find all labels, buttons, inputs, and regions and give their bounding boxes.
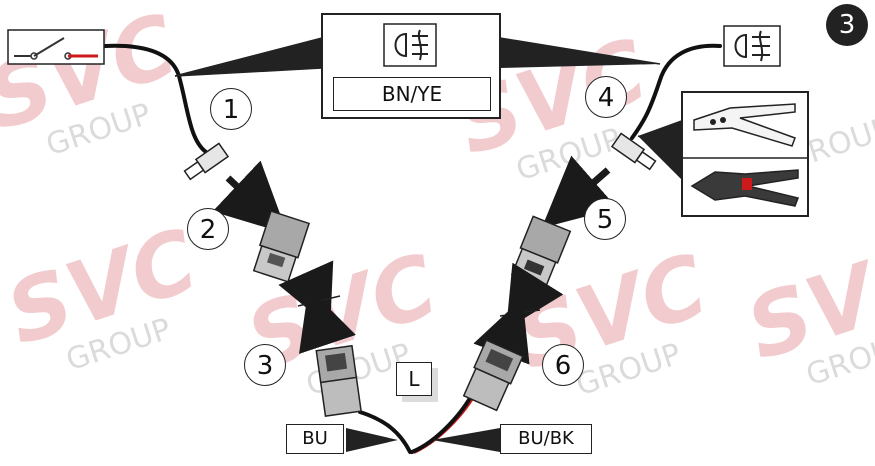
crimp-terminal-left: [183, 142, 230, 181]
wire-color-label-main: BN/YE: [333, 77, 491, 111]
connector-housing-6: [462, 339, 524, 412]
wire-color-label-bu: BU: [286, 424, 344, 454]
arrow-bu: [346, 428, 398, 452]
mating-arrows-right: [473, 262, 564, 365]
connector-housing-3: [315, 344, 362, 417]
wire-bu: [358, 410, 412, 454]
fog-lamp-icon: [383, 23, 437, 67]
callout-4: 4: [585, 76, 627, 118]
switch-icon: [7, 29, 105, 65]
callout-6: 6: [542, 344, 584, 386]
crimp-terminal-right: [610, 132, 657, 171]
wire-left-upper: [103, 43, 208, 154]
crimping-pliers-icon: [693, 103, 796, 147]
wire-right-upper: [630, 43, 722, 140]
callout-1: 1: [210, 88, 252, 130]
arrow-bu-bk: [432, 428, 500, 452]
crimping-tool-icon: [690, 169, 800, 207]
wire-color-label-bu-bk: BU/BK: [500, 424, 592, 454]
callout-5: 5: [584, 198, 626, 240]
connector-label: L: [396, 362, 432, 396]
callout-2: 2: [187, 208, 229, 250]
connector-housing-2: [252, 210, 311, 283]
arrow-to-connector-5: [541, 155, 618, 229]
step-badge: 3: [826, 4, 868, 46]
fog-lamp-icon: [723, 25, 781, 67]
callout-3: 3: [244, 344, 286, 386]
mating-arrows-left: [278, 260, 356, 354]
tool-inset: [637, 91, 809, 217]
arrow-to-connector-2: [212, 160, 288, 234]
